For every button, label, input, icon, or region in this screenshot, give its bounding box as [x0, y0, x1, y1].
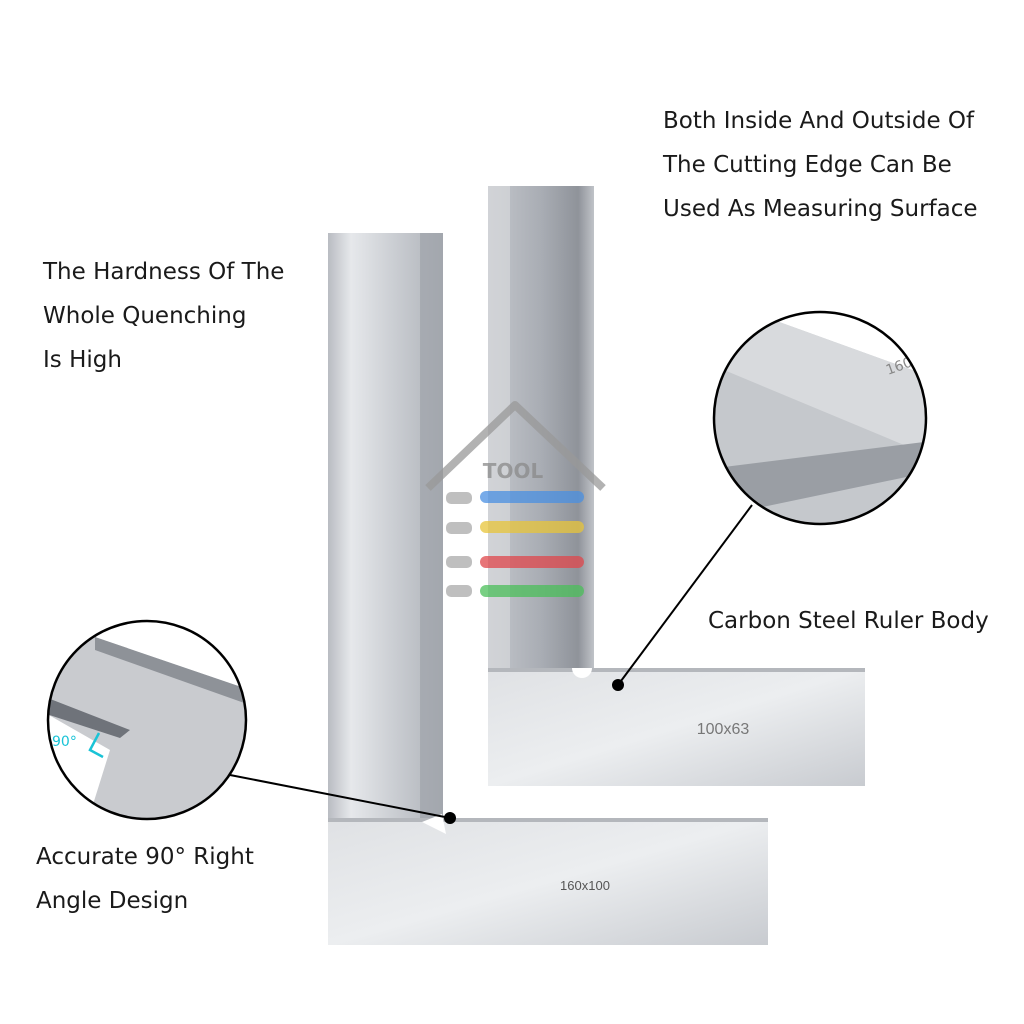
caption-line: Whole Quenching: [43, 303, 247, 329]
caption-line: Is High: [43, 347, 122, 373]
zoom-left-angle-label: 90°: [52, 734, 77, 750]
small-square-size-label: 100x63: [697, 721, 750, 738]
caption-line: The Cutting Edge Can Be: [663, 152, 952, 178]
caption-line: Both Inside And Outside Of: [663, 108, 975, 134]
watermark-bar-blue: [480, 491, 584, 503]
watermark-text: TOOL: [483, 459, 544, 483]
zoom-callout-edge: 160: [612, 310, 928, 691]
caption-line: Accurate 90° Right: [36, 844, 254, 870]
caption-hardness: The Hardness Of The Whole Quenching Is H…: [43, 250, 284, 382]
tool-logo-watermark: TOOL: [425, 401, 606, 597]
watermark-bar-green: [480, 585, 584, 597]
caption-measuring-surface: Both Inside And Outside Of The Cutting E…: [663, 99, 978, 231]
caption-line: Used As Measuring Surface: [663, 196, 978, 222]
caption-carbon-steel: Carbon Steel Ruler Body: [708, 608, 989, 634]
large-square: 160x100: [328, 233, 768, 945]
watermark-bar-red: [480, 556, 584, 568]
caption-line: Angle Design: [36, 888, 189, 914]
large-square-size-label: 160x100: [560, 878, 610, 893]
zoom-callout-angle: 90°: [46, 619, 456, 824]
caption-line: The Hardness Of The: [43, 259, 285, 285]
caption-right-angle: Accurate 90° Right Angle Design: [36, 835, 254, 923]
small-square: 100x63: [488, 186, 865, 786]
watermark-bar-yellow: [480, 521, 584, 533]
